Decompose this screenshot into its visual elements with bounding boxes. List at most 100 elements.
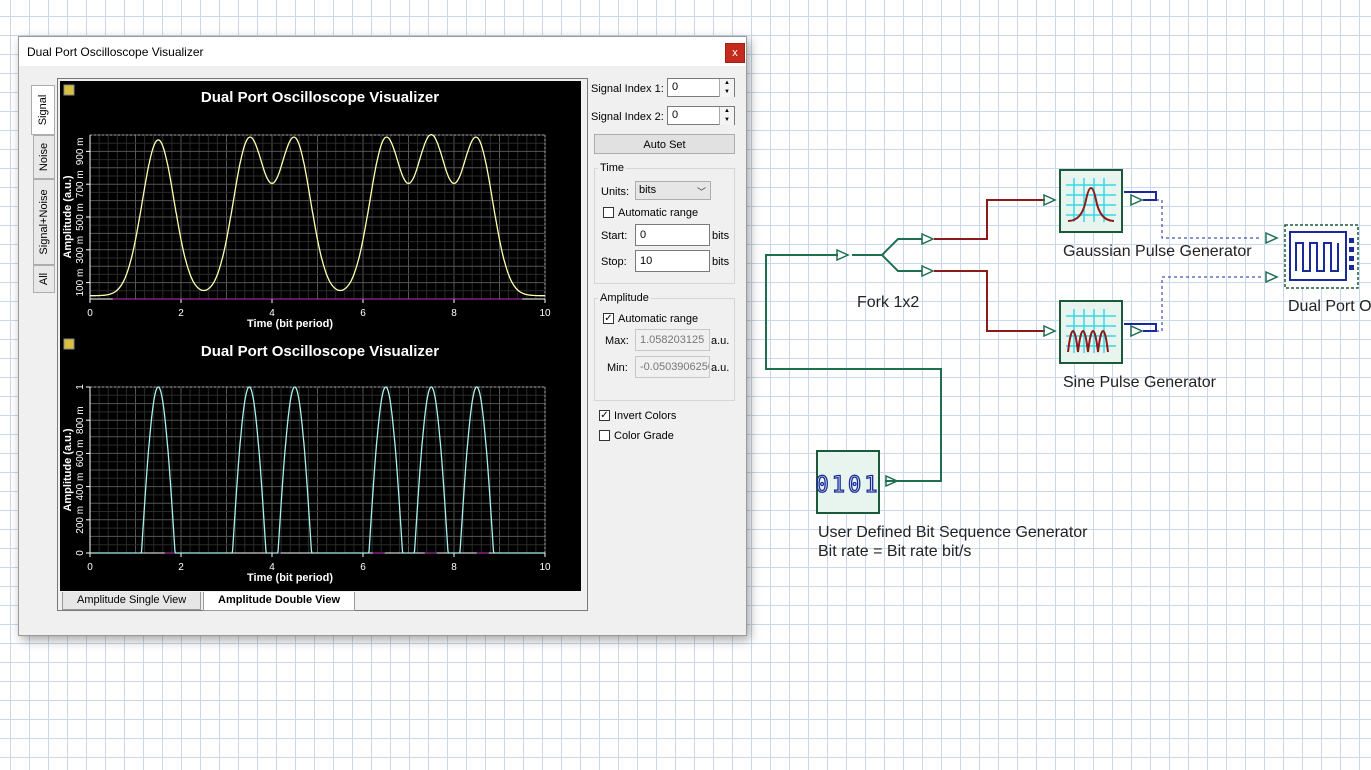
fork-label: Fork 1x2 bbox=[857, 294, 919, 311]
signal-index-2-spinner[interactable]: 0 ▲ ▼ bbox=[667, 106, 735, 125]
sine-pulse-generator[interactable] bbox=[1060, 301, 1122, 363]
port-arrow-icon bbox=[1266, 233, 1277, 243]
x-tick-label: 2 bbox=[178, 308, 184, 319]
y-axis-label: Amplitude (a.u.) bbox=[62, 175, 74, 258]
plot-title-1: Dual Port Oscilloscope Visualizer bbox=[201, 89, 439, 106]
min-label: Min: bbox=[607, 362, 628, 374]
max-label: Max: bbox=[605, 335, 629, 347]
port-arrow-icon bbox=[922, 234, 933, 244]
wire-gaussian-to-scope[interactable] bbox=[1156, 200, 1262, 238]
bitseq-label-line1: User Defined Bit Sequence Generator bbox=[818, 524, 1088, 541]
wire-fork-to-gaussian[interactable] bbox=[934, 200, 1045, 239]
port-arrow-icon bbox=[837, 250, 848, 260]
x-tick-label: 8 bbox=[451, 308, 457, 319]
time-automatic-range-checkbox[interactable] bbox=[603, 207, 614, 218]
tab-amplitude-double-view[interactable]: Amplitude Double View bbox=[203, 592, 355, 611]
start-unit: bits bbox=[712, 230, 729, 242]
color-grade-checkbox[interactable] bbox=[599, 430, 610, 441]
tab-signal-noise[interactable]: Signal+Noise bbox=[33, 179, 55, 265]
tab-signal[interactable]: Signal bbox=[31, 85, 55, 135]
max-input[interactable]: 1.058203125 bbox=[635, 329, 710, 351]
wire-sine-to-scope[interactable] bbox=[1156, 277, 1262, 331]
x-tick-label: 6 bbox=[360, 308, 366, 319]
y-tick-label: 400 m bbox=[75, 473, 86, 501]
signal-index-2-label: Signal Index 2: bbox=[591, 111, 664, 123]
y-tick-label: 700 m bbox=[75, 170, 86, 198]
y-tick-label: 900 m bbox=[75, 138, 86, 166]
tab-all[interactable]: All bbox=[33, 265, 55, 293]
amplitude-group-title: Amplitude bbox=[598, 292, 651, 304]
y-tick-label: 600 m bbox=[75, 440, 86, 468]
y-tick-label: 0 bbox=[75, 550, 86, 556]
port-arrow-icon bbox=[1266, 272, 1277, 282]
auto-set-button[interactable]: Auto Set bbox=[594, 134, 735, 154]
tab-all-label: All bbox=[38, 273, 50, 285]
tab-noise[interactable]: Noise bbox=[33, 135, 55, 179]
scope-label: Dual Port Os bbox=[1288, 298, 1371, 315]
stop-value: 10 bbox=[640, 255, 652, 267]
y-axis-label: Amplitude (a.u.) bbox=[62, 428, 74, 511]
tab-signal-noise-label: Signal+Noise bbox=[38, 189, 50, 254]
stop-input[interactable]: 10 bbox=[635, 250, 710, 272]
start-label: Start: bbox=[601, 230, 627, 242]
close-button[interactable]: x bbox=[725, 43, 745, 63]
units-label: Units: bbox=[601, 186, 629, 198]
time-group-title: Time bbox=[598, 162, 626, 174]
spin-up-icon[interactable]: ▲ bbox=[719, 79, 734, 88]
wire-bitseq-to-fork[interactable] bbox=[766, 255, 941, 481]
checkmark-icon: ✓ bbox=[600, 410, 608, 421]
x-tick-label: 0 bbox=[87, 562, 93, 573]
wire-fork-to-sine[interactable] bbox=[934, 271, 1045, 331]
spin-down-icon[interactable]: ▼ bbox=[719, 116, 734, 125]
units-value: bits bbox=[639, 184, 656, 196]
chevron-down-icon: ﹀ bbox=[697, 185, 706, 198]
x-tick-label: 10 bbox=[539, 562, 551, 573]
y-tick-label: 800 m bbox=[75, 406, 86, 434]
amplitude-automatic-range-checkbox[interactable]: ✓ bbox=[603, 313, 614, 324]
x-tick-label: 2 bbox=[178, 562, 184, 573]
color-grade-label: Color Grade bbox=[614, 430, 674, 442]
start-input[interactable]: 0 bbox=[635, 224, 710, 246]
signal-index-1-value: 0 bbox=[672, 81, 678, 93]
plot-settings-icon[interactable] bbox=[64, 85, 74, 95]
tab-amplitude-single-view[interactable]: Amplitude Single View bbox=[62, 592, 201, 610]
stop-label: Stop: bbox=[601, 256, 627, 268]
bitseq-label-line2: Bit rate = Bit rate bit/s bbox=[818, 543, 971, 560]
wire-fork-branch-bottom[interactable] bbox=[882, 255, 922, 271]
port-arrow-icon bbox=[1131, 326, 1142, 336]
bit-sequence-icon: 0101 bbox=[816, 473, 881, 498]
close-icon: x bbox=[732, 47, 738, 59]
signal-index-1-label: Signal Index 1: bbox=[591, 83, 664, 95]
plot-title-2: Dual Port Oscilloscope Visualizer bbox=[201, 343, 439, 360]
port-arrow-icon bbox=[1131, 195, 1142, 205]
sine-label: Sine Pulse Generator bbox=[1063, 374, 1217, 391]
dual-port-oscilloscope-component[interactable] bbox=[1285, 225, 1358, 288]
gaussian-pulse-generator[interactable] bbox=[1060, 170, 1122, 232]
x-axis-label: Time (bit period) bbox=[247, 318, 333, 330]
wire-fork-branch-top[interactable] bbox=[852, 239, 922, 255]
max-unit: a.u. bbox=[711, 335, 729, 347]
plot-area[interactable]: Dual Port Oscilloscope Visualizer0246810… bbox=[60, 81, 581, 591]
x-tick-label: 10 bbox=[539, 308, 551, 319]
units-select[interactable]: bits ﹀ bbox=[635, 181, 711, 200]
bit-sequence-generator[interactable]: 0101 bbox=[816, 451, 881, 513]
stop-unit: bits bbox=[712, 256, 729, 268]
tab-signal-label: Signal bbox=[37, 95, 49, 126]
y-tick-label: 100 m bbox=[75, 269, 86, 297]
start-value: 0 bbox=[640, 229, 646, 241]
min-value: -0.0503906250 bbox=[640, 361, 710, 373]
invert-colors-checkbox[interactable]: ✓ bbox=[599, 410, 610, 421]
spin-down-icon[interactable]: ▼ bbox=[719, 88, 734, 97]
signal-index-1-spinner[interactable]: 0 ▲ ▼ bbox=[667, 78, 735, 97]
port-arrow-icon bbox=[922, 266, 933, 276]
min-input[interactable]: -0.0503906250 bbox=[635, 356, 710, 378]
min-unit: a.u. bbox=[711, 362, 729, 374]
y-tick-label: 200 m bbox=[75, 506, 86, 534]
spin-up-icon[interactable]: ▲ bbox=[719, 107, 734, 116]
oscilloscope-dialog[interactable]: Dual Port Oscilloscope Visualizer x Sign… bbox=[18, 36, 747, 636]
x-axis-label: Time (bit period) bbox=[247, 572, 333, 584]
dialog-titlebar[interactable]: Dual Port Oscilloscope Visualizer x bbox=[19, 37, 746, 66]
port-arrow-icon bbox=[1044, 195, 1055, 205]
plot-settings-icon[interactable] bbox=[64, 339, 74, 349]
y-tick-label: 1 bbox=[75, 384, 86, 390]
